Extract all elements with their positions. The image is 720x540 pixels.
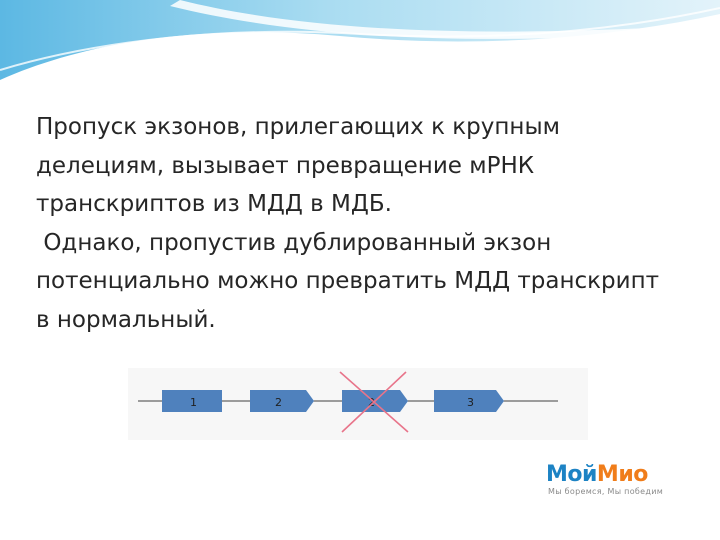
logo-part-1: Мой: [546, 462, 597, 487]
logo-wordmark: МойМио: [546, 462, 648, 488]
cross-out-mark: [339, 371, 409, 433]
exon-skipping-diagram: 1 2 2 3: [128, 368, 588, 440]
exon-2-duplicate-label: 2: [368, 396, 375, 409]
exon-2: 2: [250, 390, 314, 412]
paragraph-2: Однако, пропустив дублированный экзон по…: [36, 229, 667, 333]
paragraph-1: Пропуск экзонов, прилегающих к крупным д…: [36, 114, 568, 217]
slide-body-text: Пропуск экзонов, прилегающих к крупным д…: [36, 108, 676, 339]
exon-1-label: 1: [190, 396, 197, 409]
exon-3-label: 3: [467, 396, 474, 409]
exon-3: 3: [434, 390, 504, 412]
moimio-logo: МойМио Мы боремся, Мы победим: [546, 462, 706, 502]
logo-part-2: Мио: [596, 462, 648, 487]
logo-tagline: Мы боремся, Мы победим: [548, 487, 664, 496]
exon-1: 1: [162, 390, 222, 412]
header-wave-decoration: [0, 0, 720, 80]
exon-2-label: 2: [275, 396, 282, 409]
